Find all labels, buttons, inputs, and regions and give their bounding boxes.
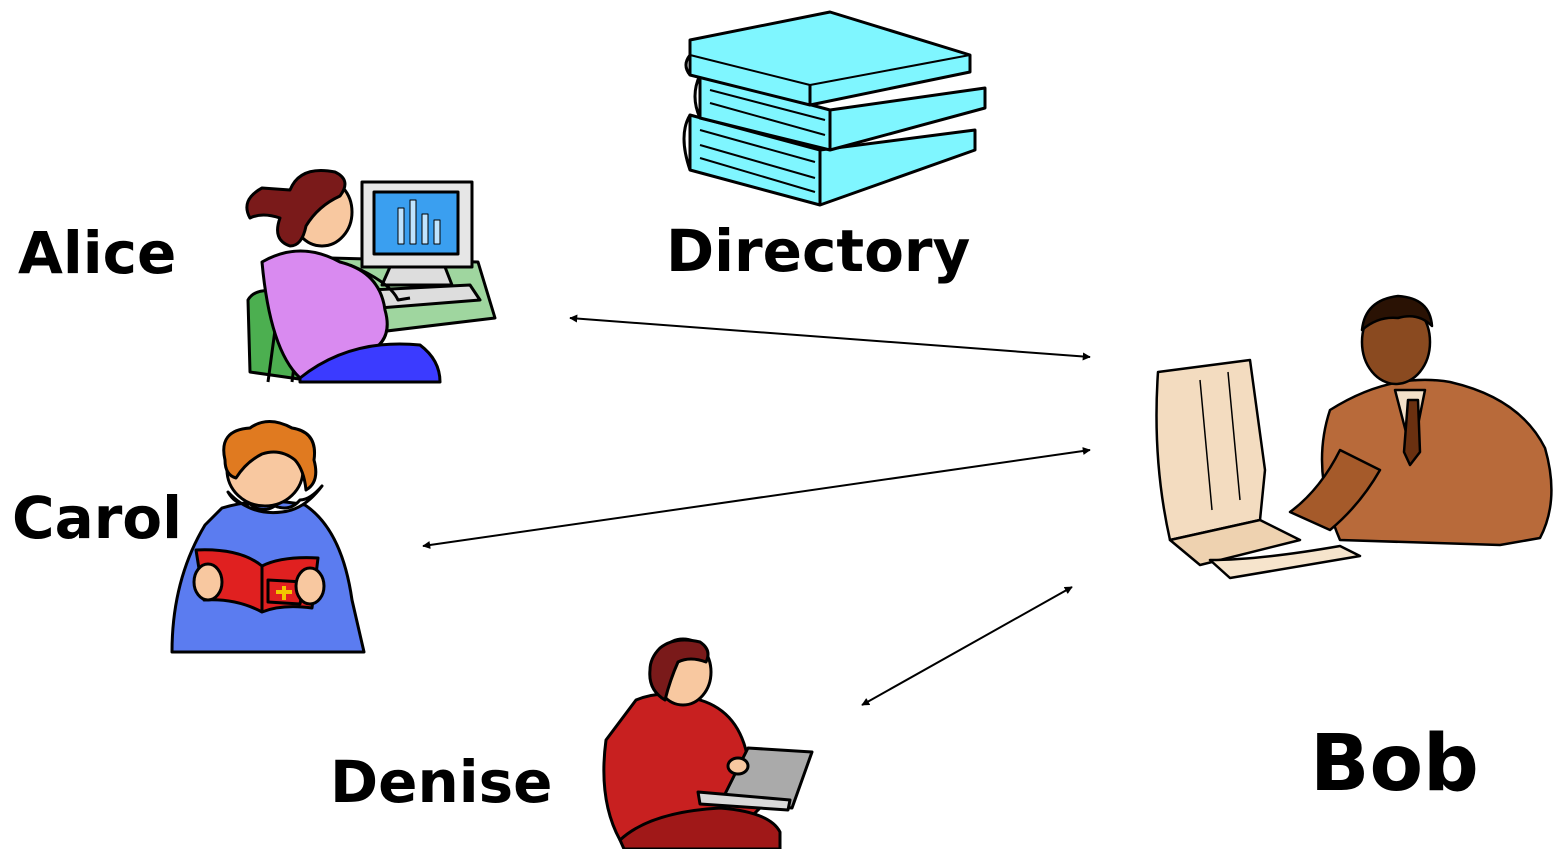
arrow-denise-bob (861, 586, 1073, 706)
arrow-alice-bob (569, 314, 1091, 361)
bob-figure (1155, 294, 1553, 580)
carol-figure (170, 420, 366, 654)
books-icon (682, 10, 987, 207)
label-alice: Alice (18, 219, 177, 287)
arrow-carol-bob (422, 447, 1091, 549)
label-bob: Bob (1310, 719, 1479, 809)
connection-arrows (422, 314, 1091, 706)
label-directory: Directory (666, 217, 971, 285)
denise-figure (602, 637, 814, 849)
label-carol: Carol (12, 484, 183, 552)
alice-figure (245, 169, 497, 384)
label-denise: Denise (330, 748, 553, 816)
